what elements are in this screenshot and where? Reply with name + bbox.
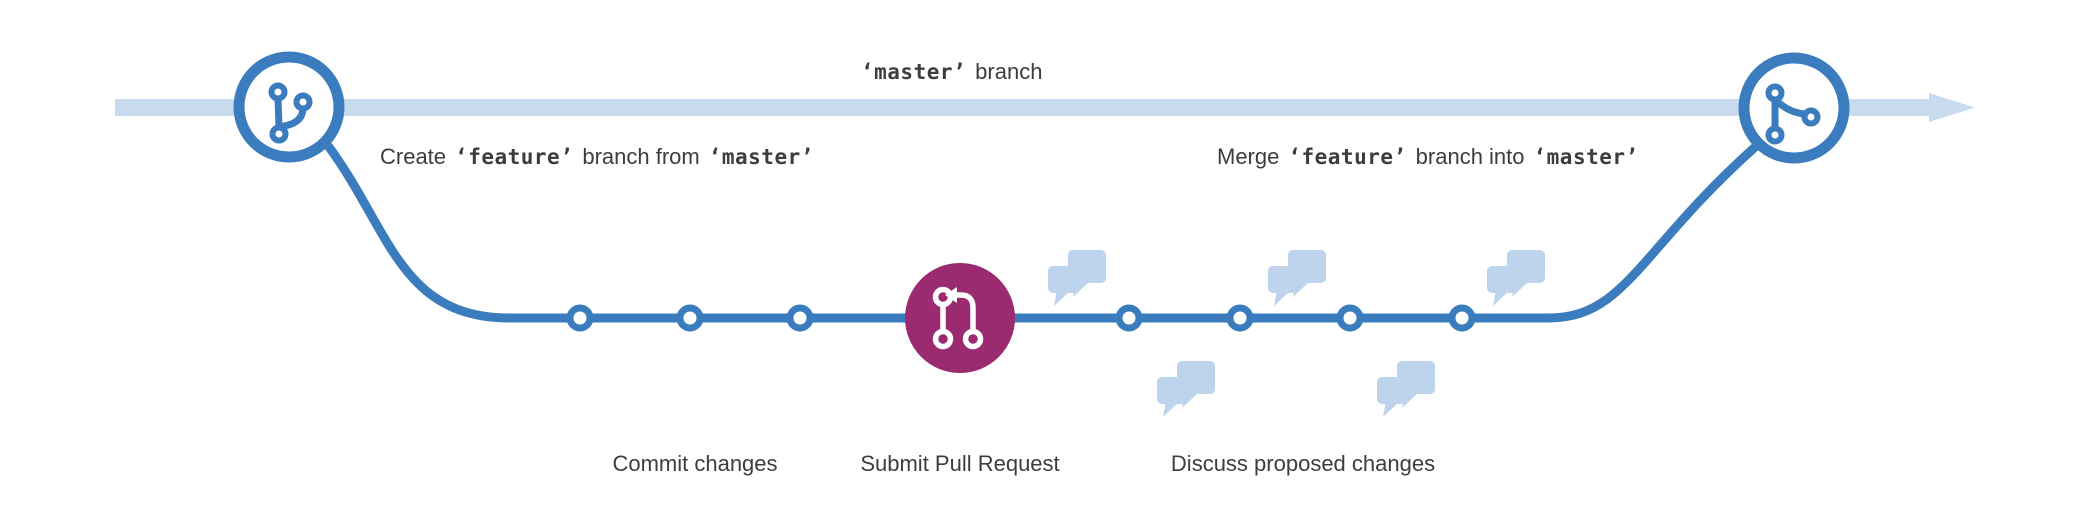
merge-feature-label: Merge ‘feature’ branch into ‘master’ bbox=[1217, 143, 1639, 171]
discuss-changes-label: Discuss proposed changes bbox=[1171, 450, 1435, 477]
commit-changes-label: Commit changes bbox=[612, 450, 777, 477]
submit-pull-request-label: Submit Pull Request bbox=[860, 450, 1059, 477]
commit-node bbox=[1448, 304, 1476, 332]
create-pre-text: Create bbox=[380, 144, 447, 169]
master-branch-line bbox=[115, 99, 1932, 116]
master-code-text: ‘master’ bbox=[1533, 145, 1639, 169]
feature-code-text: ‘feature’ bbox=[1288, 145, 1407, 169]
commit-changes-text: Commit changes bbox=[612, 451, 778, 476]
commit-node bbox=[1336, 304, 1364, 332]
chat-bubbles-icon bbox=[1487, 250, 1545, 306]
submit-pull-request-text: Submit Pull Request bbox=[860, 451, 1060, 476]
master-arrowhead-icon bbox=[1929, 93, 1975, 122]
chat-bubbles-icon bbox=[1268, 250, 1326, 306]
master-code-text: ‘master’ bbox=[708, 145, 814, 169]
master-code-text: ‘master’ bbox=[861, 60, 967, 84]
master-branch-text: branch bbox=[975, 59, 1043, 84]
discussion-bubbles bbox=[1048, 250, 1545, 417]
git-branch-icon bbox=[268, 82, 313, 144]
chat-bubbles-icon bbox=[1377, 361, 1435, 417]
commit-node bbox=[566, 304, 594, 332]
discuss-changes-text: Discuss proposed changes bbox=[1170, 451, 1436, 476]
commit-node bbox=[1226, 304, 1254, 332]
git-merge-icon bbox=[1765, 83, 1821, 145]
feature-branch-line bbox=[324, 142, 1759, 323]
commit-nodes bbox=[566, 304, 1476, 332]
merge-pre-text: Merge bbox=[1217, 144, 1280, 169]
commit-node bbox=[676, 304, 704, 332]
master-branch-label: ‘master’ branch bbox=[861, 58, 1042, 86]
pull-request-icon bbox=[932, 286, 984, 350]
pull-request-node bbox=[905, 263, 1015, 373]
chat-bubbles-icon bbox=[1157, 361, 1215, 417]
merge-mid-text: branch into bbox=[1415, 144, 1525, 169]
chat-bubbles-icon bbox=[1048, 250, 1106, 306]
create-mid-text: branch from bbox=[582, 144, 700, 169]
create-feature-label: Create ‘feature’ branch from ‘master’ bbox=[380, 143, 814, 171]
commit-node bbox=[786, 304, 814, 332]
commit-node bbox=[1115, 304, 1143, 332]
branch-point-node bbox=[233, 51, 345, 163]
feature-code-text: ‘feature’ bbox=[455, 145, 574, 169]
